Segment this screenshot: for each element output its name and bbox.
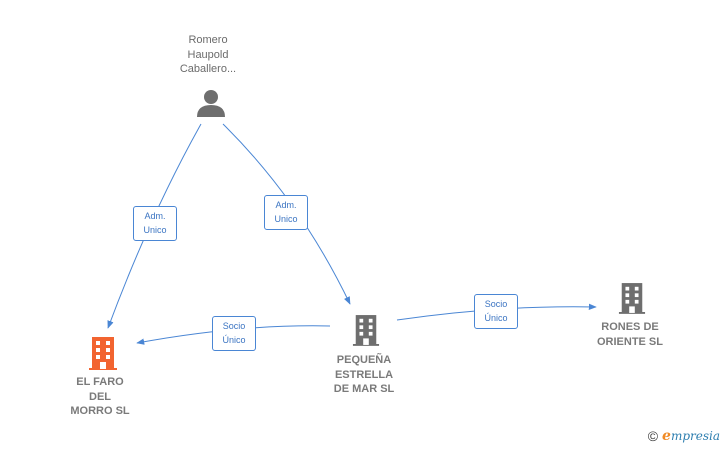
building-icon-pequena[interactable] (352, 312, 380, 348)
company-label-pequena[interactable]: PEQUEÑA ESTRELLA DE MAR SL (333, 354, 395, 395)
copyright-symbol: © (647, 428, 659, 444)
person-label[interactable]: Romero Haupold Caballero... (179, 34, 237, 75)
edge-label-person-pequena: Adm. Unico (264, 195, 308, 230)
copyright-brand: © empresia (648, 428, 720, 444)
edge-label-pequena-rones: Socio Único (474, 294, 518, 329)
company-label-el-faro[interactable]: EL FARO DEL MORRO SL (70, 376, 130, 417)
person-icon[interactable] (196, 88, 226, 118)
building-icon-rones[interactable] (618, 280, 646, 316)
company-label-rones[interactable]: RONES DE ORIENTE SL (596, 321, 663, 348)
edge-label-person-faro: Adm. Unico (133, 206, 177, 241)
brand-logo: empresia (662, 428, 720, 444)
edge-label-pequena-faro: Socio Único (212, 316, 256, 351)
building-icon-el-faro[interactable] (88, 335, 118, 371)
